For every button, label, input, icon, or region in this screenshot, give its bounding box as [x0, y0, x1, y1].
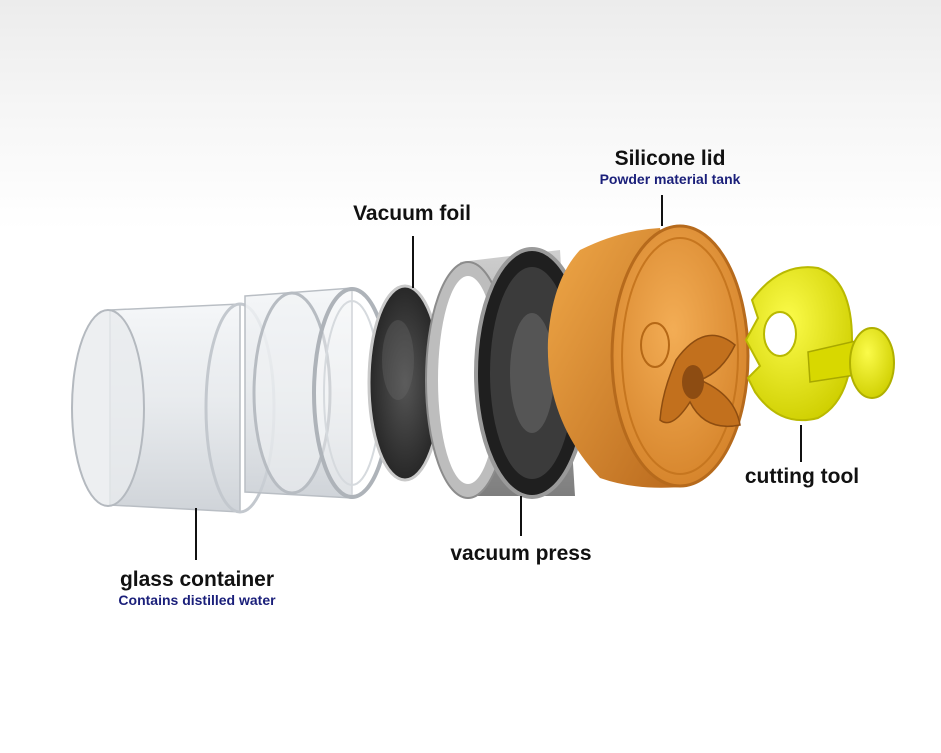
- cutting-tool-label: cutting tool: [726, 465, 878, 489]
- cutting-tool: [744, 266, 895, 422]
- vacuum-foil: [367, 284, 443, 482]
- glass-container-label: glass container Contains distilled water: [78, 568, 316, 608]
- glass-container: [71, 287, 392, 514]
- vacuum-press: [425, 247, 590, 499]
- vacuum-foil-name: Vacuum foil: [353, 202, 471, 225]
- glass-container-name: glass container: [119, 568, 275, 591]
- silicone-lid-name: Silicone lid: [614, 147, 726, 170]
- glass-container-sub: Contains distilled water: [118, 592, 276, 608]
- vacuum-press-name: vacuum press: [450, 542, 592, 565]
- vacuum-press-label: vacuum press: [420, 542, 622, 566]
- silicone-lid-label: Silicone lid Powder material tank: [560, 147, 780, 187]
- silicone-lid: [547, 224, 750, 488]
- cutting-tool-name: cutting tool: [744, 465, 860, 488]
- silicone-lid-sub: Powder material tank: [599, 171, 741, 187]
- vacuum-foil-label: Vacuum foil: [322, 202, 502, 226]
